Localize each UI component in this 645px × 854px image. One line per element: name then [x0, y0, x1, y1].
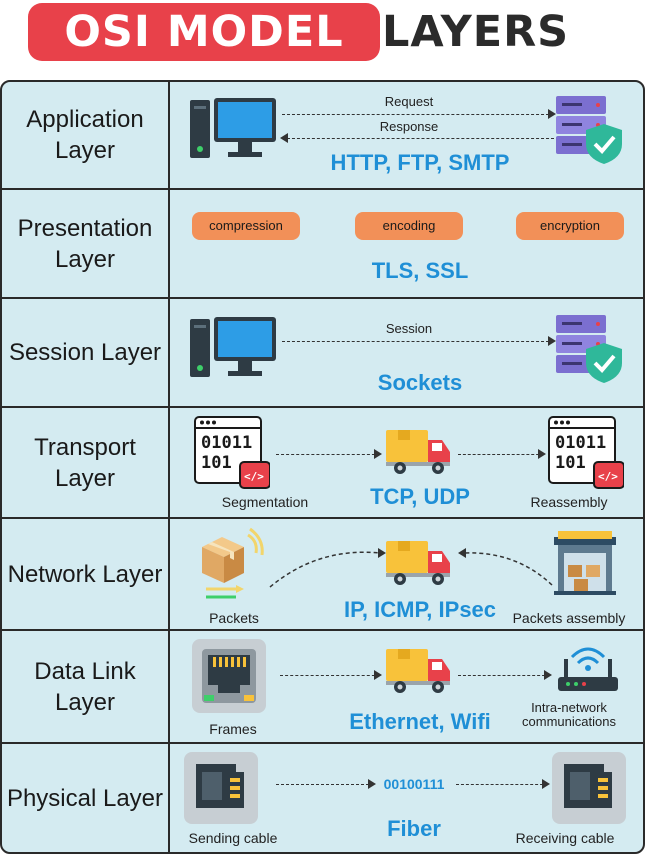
- wifi-router-icon: [558, 647, 618, 691]
- page-title: OSI MODEL LAYERS: [0, 0, 645, 72]
- physical-arrow-left: [276, 779, 376, 789]
- physical-arrow-right: [456, 779, 550, 789]
- package-box-icon: [202, 527, 264, 599]
- svg-text:</>: </>: [598, 470, 618, 483]
- delivery-truck-icon: [386, 649, 450, 693]
- layer-label: Application Layer: [26, 106, 144, 164]
- tag-encoding: encoding: [355, 212, 463, 240]
- data-link-arrow-left: [280, 670, 382, 680]
- response-label: Response: [379, 119, 439, 134]
- packets-caption: Packets: [209, 610, 259, 626]
- layer-row-session: Session Layer Session Sockets: [2, 299, 643, 408]
- svg-text:01011: 01011: [201, 433, 252, 453]
- reassembly-caption: Reassembly: [530, 494, 608, 510]
- layer-row-presentation: Presentation Layer compression encoding …: [2, 190, 643, 299]
- layer-label: Data Link Layer: [34, 657, 136, 716]
- svg-text:101: 101: [201, 453, 232, 473]
- osi-layers-table: Application Layer Request Response HTTP,…: [0, 80, 645, 854]
- data-link-arrow-right: [458, 670, 552, 680]
- layer-label: Session Layer: [8, 339, 162, 366]
- session-label: Session: [385, 321, 433, 336]
- svg-text:101: 101: [555, 453, 586, 473]
- layer-content: 01011 101 </> Segmentation 01: [172, 408, 643, 517]
- layer-content: compression encoding encryption TLS, SSL: [172, 190, 643, 297]
- transport-arrow-left: [276, 449, 382, 459]
- protocol-text: Ethernet, Wifi: [349, 709, 491, 734]
- request-arrow: [282, 109, 556, 119]
- frames-caption: Frames: [209, 721, 257, 737]
- warehouse-icon: [554, 531, 616, 595]
- layer-label: Transport Layer: [34, 433, 136, 492]
- protocol-text: Sockets: [377, 370, 463, 395]
- tag-compression: compression: [192, 212, 300, 240]
- tag-encryption: encryption: [516, 212, 624, 240]
- session-arrow: [282, 336, 556, 346]
- server-shield-icon: [556, 315, 622, 383]
- layer-label-cell: Application Layer: [2, 82, 170, 188]
- request-label: Request: [384, 94, 434, 109]
- layer-row-network: Network Layer Packets: [2, 519, 643, 631]
- layer-row-transport: Transport Layer 01011 101 </> Segmentati…: [2, 408, 643, 519]
- binary-code-window-icon: 01011 101 </>: [548, 416, 624, 489]
- delivery-truck-icon: [386, 430, 450, 474]
- protocol-text: TLS, SSL: [371, 258, 469, 283]
- layer-label: Presentation Layer: [17, 214, 153, 273]
- svg-text:</>: </>: [244, 470, 264, 483]
- bits-label: 00100111: [383, 776, 445, 792]
- layer-label-cell: Data Link Layer: [2, 631, 170, 742]
- segmentation-caption: Segmentation: [221, 494, 309, 510]
- title-highlight: OSI MODEL: [28, 3, 380, 61]
- layer-content: Session Sockets: [172, 299, 643, 406]
- network-arrow-right: [458, 548, 553, 586]
- layer-label-cell: Session Layer: [2, 299, 170, 406]
- ethernet-port-icon: [192, 639, 266, 713]
- layer-label: Physical Layer: [6, 784, 164, 812]
- binary-code-window-icon: 01011 101 </>: [194, 416, 270, 489]
- layer-label-cell: Transport Layer: [2, 408, 170, 517]
- layer-label-cell: Network Layer: [2, 519, 170, 629]
- title-rest: LAYERS: [382, 7, 570, 57]
- layer-row-data-link: Data Link Layer Frames: [2, 631, 643, 744]
- layer-label: Network Layer: [7, 560, 163, 588]
- ethernet-port-icon: [184, 752, 258, 824]
- svg-text:01011: 01011: [555, 433, 606, 453]
- intra-network-caption: Intra-network communications: [522, 700, 616, 729]
- layer-content: Sending cable 00100111 Fiber Receiving c…: [172, 744, 643, 852]
- layer-content: Frames E: [172, 631, 643, 742]
- layer-row-physical: Physical Layer Sending cable 00100111: [2, 744, 643, 852]
- delivery-truck-icon: [386, 541, 450, 585]
- layer-label-cell: Physical Layer: [2, 744, 170, 852]
- protocol-text: HTTP, FTP, SMTP: [330, 150, 510, 175]
- network-arrow-left: [269, 548, 386, 588]
- protocol-text: TCP, UDP: [370, 484, 470, 509]
- protocol-text: Fiber: [387, 816, 441, 841]
- layer-label-cell: Presentation Layer: [2, 190, 170, 297]
- desktop-computer-icon: [190, 317, 276, 377]
- desktop-computer-icon: [190, 98, 276, 158]
- packets-assembly-caption: Packets assembly: [512, 610, 626, 626]
- transport-arrow-right: [458, 449, 546, 459]
- layer-content: Packets: [172, 519, 643, 629]
- layer-content: Request Response HTTP, FTP, SMTP: [172, 82, 643, 188]
- ethernet-port-icon: [552, 752, 626, 824]
- layer-row-application: Application Layer Request Response HTTP,…: [2, 82, 643, 190]
- protocol-text: IP, ICMP, IPsec: [343, 597, 497, 622]
- sending-cable-caption: Sending cable: [188, 830, 278, 846]
- receiving-cable-caption: Receiving cable: [515, 830, 615, 846]
- server-shield-icon: [556, 96, 622, 164]
- response-arrow: [280, 133, 554, 143]
